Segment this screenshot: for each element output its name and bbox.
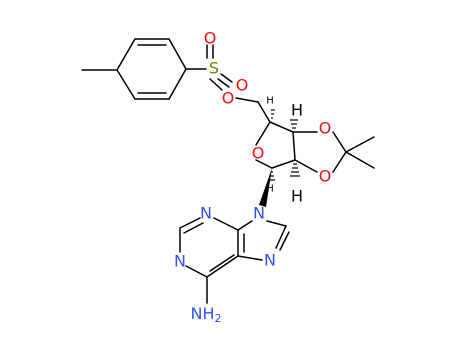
n1-atom: N bbox=[174, 252, 186, 271]
toluene-ring bbox=[81, 38, 187, 100]
amine-subscript: 2 bbox=[215, 312, 222, 325]
stereo-h-bottom: H bbox=[291, 187, 303, 206]
bond-o-ch2 bbox=[235, 97, 259, 103]
ring-oxygen: O bbox=[252, 144, 265, 163]
n7-atom: N bbox=[264, 251, 276, 270]
n9-atom: N bbox=[253, 204, 265, 223]
stereo-h-left-top: H bbox=[266, 96, 274, 107]
furanose-ring: O bbox=[252, 121, 296, 169]
bond-ch2-c4 bbox=[257, 101, 271, 123]
dioxolane-oxygen-bottom: O bbox=[319, 167, 332, 186]
dioxolane-ring: O O bbox=[292, 119, 375, 186]
bond-methyl-top bbox=[345, 136, 375, 153]
amine-group: NH2 bbox=[191, 304, 222, 325]
stereo-h-top: H bbox=[291, 101, 303, 120]
amine-label: NH bbox=[191, 304, 215, 323]
stereo-h-left-bottom: H bbox=[266, 184, 274, 195]
sulfur-atom: S bbox=[209, 59, 219, 78]
stereo-hydrogens: H H H H bbox=[266, 96, 303, 206]
n3-atom: N bbox=[200, 204, 212, 223]
ester-oxygen: O bbox=[222, 89, 235, 108]
sulfonyl-oxygen-top: O bbox=[204, 29, 217, 48]
wedge-c1-n9 bbox=[259, 168, 272, 207]
adenine: N N N N NH2 bbox=[174, 204, 290, 325]
bond-methyl-bottom bbox=[345, 151, 375, 169]
dioxolane-oxygen-top: O bbox=[319, 119, 332, 138]
sulfonyl-group: S O O O bbox=[185, 29, 249, 108]
sulfonyl-oxygen-bottom: O bbox=[236, 76, 249, 95]
